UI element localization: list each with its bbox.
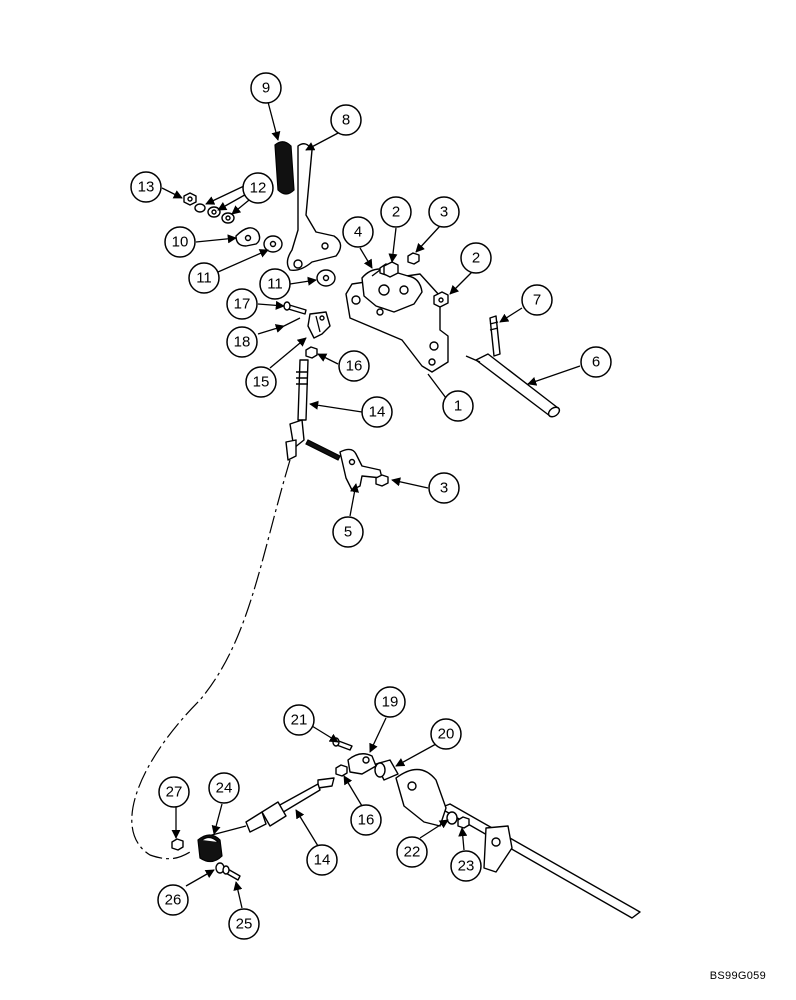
callout-15: 15 (245, 366, 277, 398)
callout-2-upper: 2 (380, 196, 412, 228)
nut-3-upper (407, 252, 420, 265)
pin-7 (489, 315, 501, 357)
svg-text:10: 10 (172, 234, 189, 251)
callout-11-right: 11 (259, 268, 291, 300)
washer-22 (446, 811, 458, 825)
callout-5: 5 (332, 516, 364, 548)
clevis-15 (307, 311, 331, 339)
nut-16-upper (305, 346, 318, 359)
figure-code: BS99G059 (709, 970, 766, 982)
callout-14-upper: 14 (361, 396, 393, 428)
callout-4: 4 (342, 216, 374, 248)
callout-25: 25 (228, 908, 260, 940)
bolt-21 (332, 737, 353, 751)
svg-text:20: 20 (438, 726, 455, 743)
bracket-10 (235, 227, 261, 247)
callout-16-upper: 16 (338, 350, 370, 382)
callout-12: 12 (242, 172, 274, 204)
pedal-pad (274, 141, 295, 195)
svg-text:12: 12 (250, 180, 267, 197)
callout-14-lower: 14 (306, 844, 338, 876)
svg-text:18: 18 (234, 334, 251, 351)
svg-text:3: 3 (440, 480, 448, 497)
nut-16-lower (335, 764, 348, 777)
clamp-24 (197, 834, 223, 863)
callout-7: 7 (521, 284, 553, 316)
callout-21: 21 (283, 704, 315, 736)
svg-text:9: 9 (262, 80, 270, 97)
callout-23: 23 (450, 850, 482, 882)
svg-text:8: 8 (342, 112, 350, 129)
callout-20: 20 (430, 718, 462, 750)
callout-16-lower: 16 (350, 804, 382, 836)
svg-text:16: 16 (346, 358, 363, 375)
callout-2-right: 2 (460, 242, 492, 274)
callout-8: 8 (330, 104, 362, 136)
washers-12 (194, 203, 235, 224)
svg-text:14: 14 (369, 404, 386, 421)
svg-text:5: 5 (344, 524, 352, 541)
cable-path (131, 459, 291, 860)
svg-text:22: 22 (404, 844, 421, 861)
washer-11a (263, 235, 283, 253)
pin-17 (283, 301, 307, 315)
svg-text:1: 1 (454, 398, 462, 415)
nut-23 (457, 816, 470, 829)
callout-26: 26 (157, 884, 189, 916)
callout-18: 18 (226, 326, 258, 358)
callout-9: 9 (250, 72, 282, 104)
svg-text:24: 24 (216, 780, 233, 797)
shaft-6 (465, 353, 561, 418)
callout-11-left: 11 (188, 262, 220, 294)
svg-text:2: 2 (392, 204, 400, 221)
lever-bracket (395, 768, 513, 873)
cable-bracket-5 (305, 439, 389, 491)
svg-text:3: 3 (440, 204, 448, 221)
svg-text:14: 14 (314, 852, 331, 869)
svg-text:11: 11 (196, 270, 212, 287)
cable-end-upper (285, 359, 309, 461)
fitting-2b (433, 291, 449, 308)
leader-lines (161, 101, 581, 909)
svg-text:27: 27 (166, 784, 183, 801)
bolt-25 (222, 865, 241, 881)
svg-text:25: 25 (236, 916, 253, 933)
svg-text:16: 16 (358, 812, 375, 829)
cotter-18 (283, 317, 301, 327)
callout-6: 6 (580, 346, 612, 378)
svg-text:17: 17 (234, 296, 251, 313)
svg-text:2: 2 (472, 250, 480, 267)
callout-24: 24 (208, 772, 240, 804)
bushing-20 (374, 759, 399, 781)
svg-text:4: 4 (354, 224, 362, 241)
pedal-arm (286, 143, 342, 272)
callout-1: 1 (442, 390, 474, 422)
callout-27: 27 (158, 776, 190, 808)
callout-22: 22 (396, 836, 428, 868)
nut-13 (183, 192, 197, 206)
svg-text:15: 15 (253, 374, 270, 391)
svg-text:19: 19 (382, 694, 399, 711)
fitting-2a (383, 261, 399, 278)
svg-text:7: 7 (533, 292, 541, 309)
callout-13: 13 (130, 171, 162, 203)
svg-text:23: 23 (458, 858, 475, 875)
rod-end-19 (347, 753, 377, 775)
callout-17: 17 (226, 288, 258, 320)
cable-end-lower (207, 777, 335, 837)
washer-11b (316, 269, 336, 287)
svg-text:21: 21 (291, 712, 308, 729)
svg-text:13: 13 (138, 179, 155, 196)
svg-text:11: 11 (267, 276, 283, 293)
svg-text:6: 6 (592, 354, 600, 371)
callout-10: 10 (164, 226, 196, 258)
nut-27 (171, 838, 184, 851)
svg-text:26: 26 (165, 892, 182, 909)
callout-19: 19 (374, 686, 406, 718)
callout-3-upper: 3 (428, 196, 460, 228)
callout-3-lower: 3 (428, 472, 460, 504)
